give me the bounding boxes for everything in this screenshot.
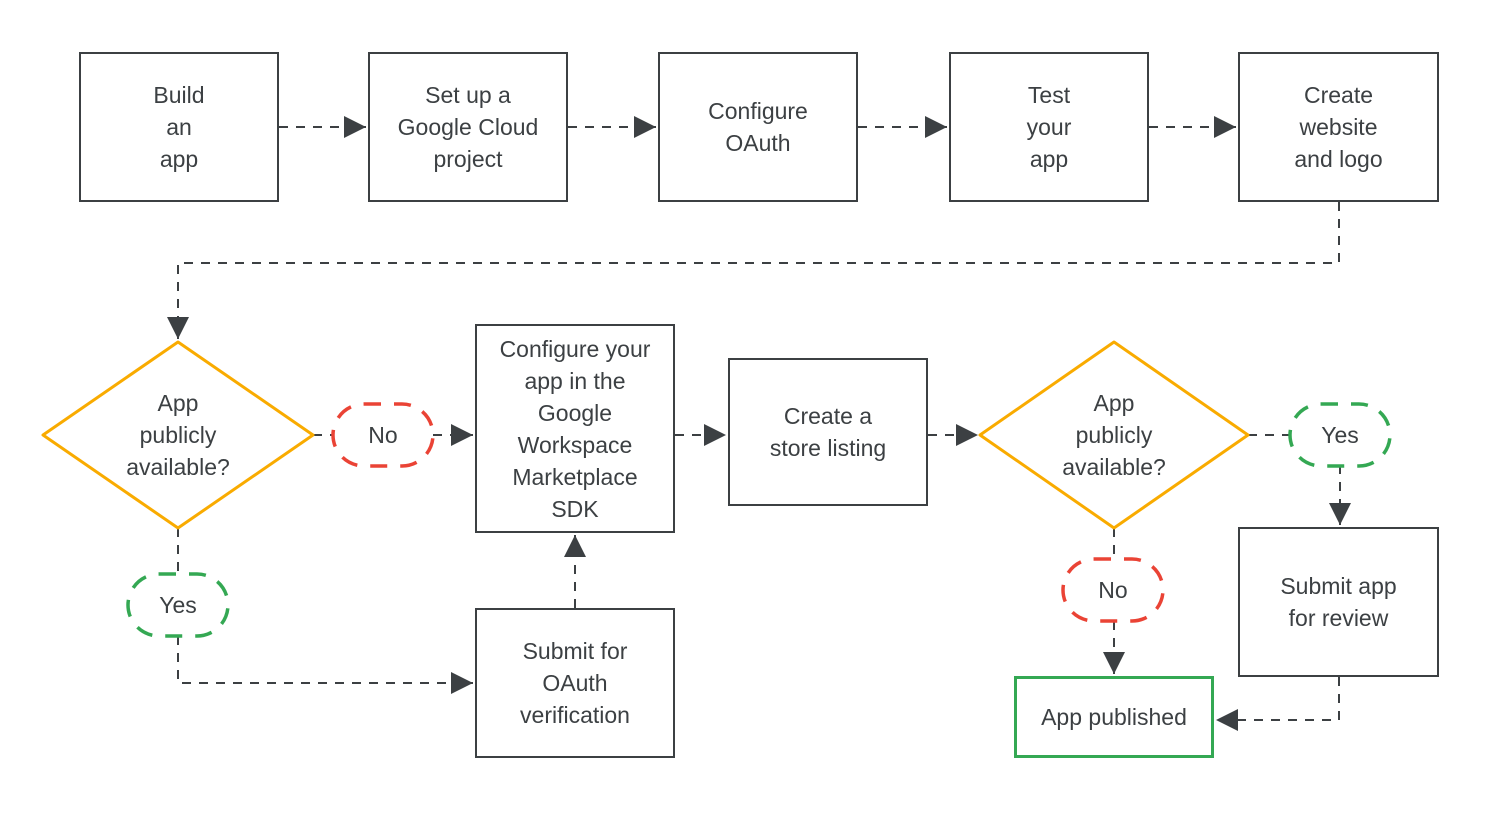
node-create-website-and-logo: Create website and logo (1238, 52, 1439, 202)
node-submit-for-oauth-verification: Submit for OAuth verification (475, 608, 675, 758)
node-submit-app-for-review: Submit app for review (1238, 527, 1439, 677)
yes-badge-1-outline (126, 572, 230, 638)
connector-website-to-decision1 (167, 202, 1340, 339)
decision-2-diamond (978, 340, 1250, 530)
connector-yes-to-submit-oauth (177, 636, 473, 694)
node-configure-oauth: Configure OAuth (658, 52, 858, 202)
no-badge-2-outline (1061, 557, 1165, 623)
node-configure-workspace-marketplace-sdk: Configure your app in the Google Workspa… (475, 324, 675, 533)
node-app-published: App published (1014, 676, 1214, 758)
node-test-your-app: Test your app (949, 52, 1149, 202)
node-build-an-app: Build an app (79, 52, 279, 202)
yes-badge-2-outline (1288, 402, 1392, 468)
connector-review-to-published (1216, 677, 1340, 731)
node-set-up-google-cloud-project: Set up a Google Cloud project (368, 52, 568, 202)
no-badge-1-outline (331, 402, 435, 468)
node-create-store-listing: Create a store listing (728, 358, 928, 506)
decision-1-diamond (41, 340, 315, 530)
